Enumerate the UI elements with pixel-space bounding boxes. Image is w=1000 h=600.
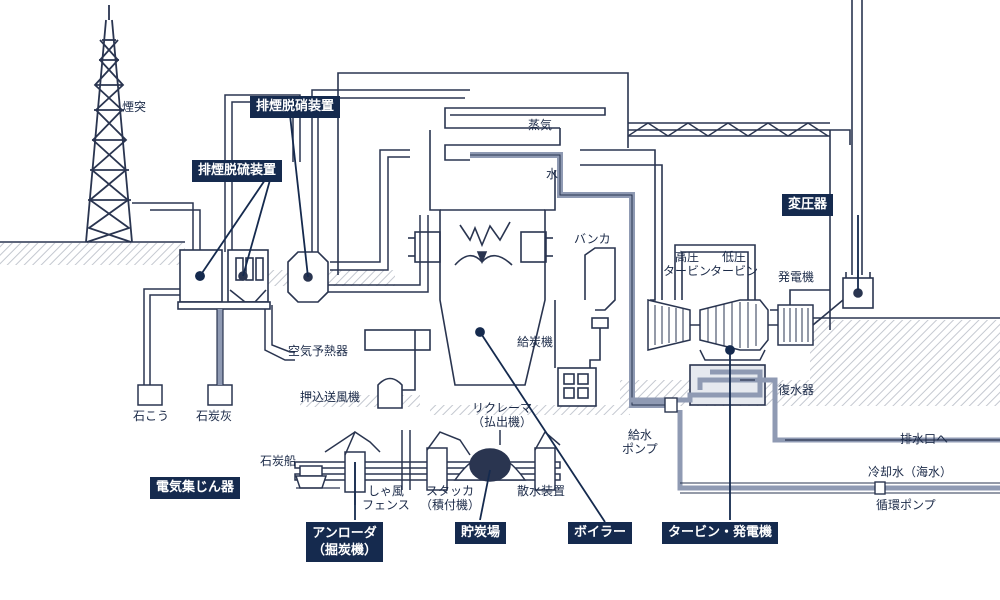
turbines (647, 299, 814, 361)
transmission-pole (851, 0, 863, 275)
circ-pump-label: 循環ポンプ (876, 498, 936, 512)
desulfurizer-units (177, 249, 271, 310)
callout-leaders (195, 114, 859, 523)
fdf-label: 押込送風機 (300, 390, 361, 404)
desulfurization-tag: 排煙脱硫装置 (192, 160, 283, 182)
fdf-unit (377, 330, 416, 409)
lp-turbine-label: 低圧 タービン (710, 250, 759, 278)
discharge-label: 排水口へ (900, 432, 949, 446)
steam-label: 蒸気 (528, 118, 553, 132)
cooling-lines (664, 397, 1000, 495)
wind-fence-label: しゃ風 フェンス (362, 484, 410, 512)
turbine-housing (580, 149, 830, 311)
boiler-structure (408, 130, 556, 386)
flue-ducts (132, 89, 470, 361)
stack-tower (85, 5, 133, 243)
transformer-tag: 変圧器 (782, 194, 834, 216)
boiler-tag: ボイラー (568, 522, 633, 544)
coal-ash-label: 石炭灰 (196, 409, 233, 423)
condenser-label: 復水器 (778, 383, 815, 397)
hp-turbine-label: 高圧 タービン (663, 250, 712, 278)
building-outline (337, 72, 851, 330)
sprinkler-label: 散水装置 (517, 484, 566, 498)
cooling-water-label: 冷却水（海水） (868, 465, 953, 479)
truss-roof (627, 122, 830, 137)
bunker-label: バンカ (574, 232, 611, 246)
coal-yard-tag: 貯炭場 (455, 522, 507, 544)
esp-tag: 電気集じん器 (150, 477, 241, 499)
reclaimer-label: リクレーマ （払出機） (472, 401, 533, 429)
byproduct-lines (137, 288, 233, 406)
water-label: 水 (546, 167, 559, 181)
stack-label: 煙突 (122, 100, 147, 114)
turbine-generator-tag: タービン・発電機 (662, 522, 779, 544)
gypsum-label: 石こう (133, 409, 170, 423)
coal-feeder-label: 給炭機 (517, 335, 554, 349)
stacker-label: スタッカ （積付機） (420, 484, 481, 512)
coal-ship-label: 石炭船 (260, 454, 297, 468)
generator-label: 発電機 (778, 270, 815, 284)
air-preheater-label: 空気予熱器 (288, 344, 349, 358)
steam-coil (444, 107, 606, 161)
denitration-tag: 排煙脱硝装置 (250, 96, 341, 118)
transformer-unit (812, 270, 874, 326)
bunker-unit (554, 247, 616, 407)
unloader-tag: アンローダ （掘炭機） (306, 522, 384, 562)
main-steam-pipe (470, 152, 665, 408)
coal-yard-equipment (294, 430, 561, 493)
feed-pump-label: 給水 ポンプ (622, 428, 658, 456)
air-preheater-box (364, 329, 431, 351)
